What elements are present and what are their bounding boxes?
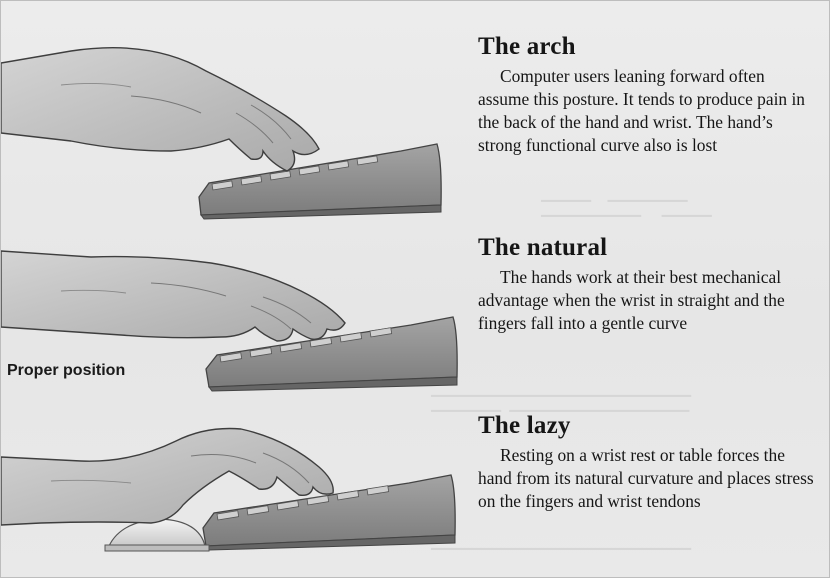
proper-position-label: Proper position bbox=[7, 362, 125, 380]
hand-natural bbox=[1, 251, 345, 341]
wrist-rest bbox=[105, 519, 209, 551]
heading-arch: The arch bbox=[478, 33, 576, 61]
keyboard-arch bbox=[199, 144, 441, 219]
paragraph-natural: The hands work at their best mechanical … bbox=[478, 266, 818, 335]
heading-natural: The natural bbox=[478, 234, 607, 262]
heading-lazy: The lazy bbox=[478, 412, 571, 440]
paragraph-arch: Computer users leaning forward often ass… bbox=[478, 65, 818, 157]
hand-arch bbox=[1, 48, 319, 171]
paragraph-lazy: Resting on a wrist rest or table forces … bbox=[478, 444, 818, 513]
